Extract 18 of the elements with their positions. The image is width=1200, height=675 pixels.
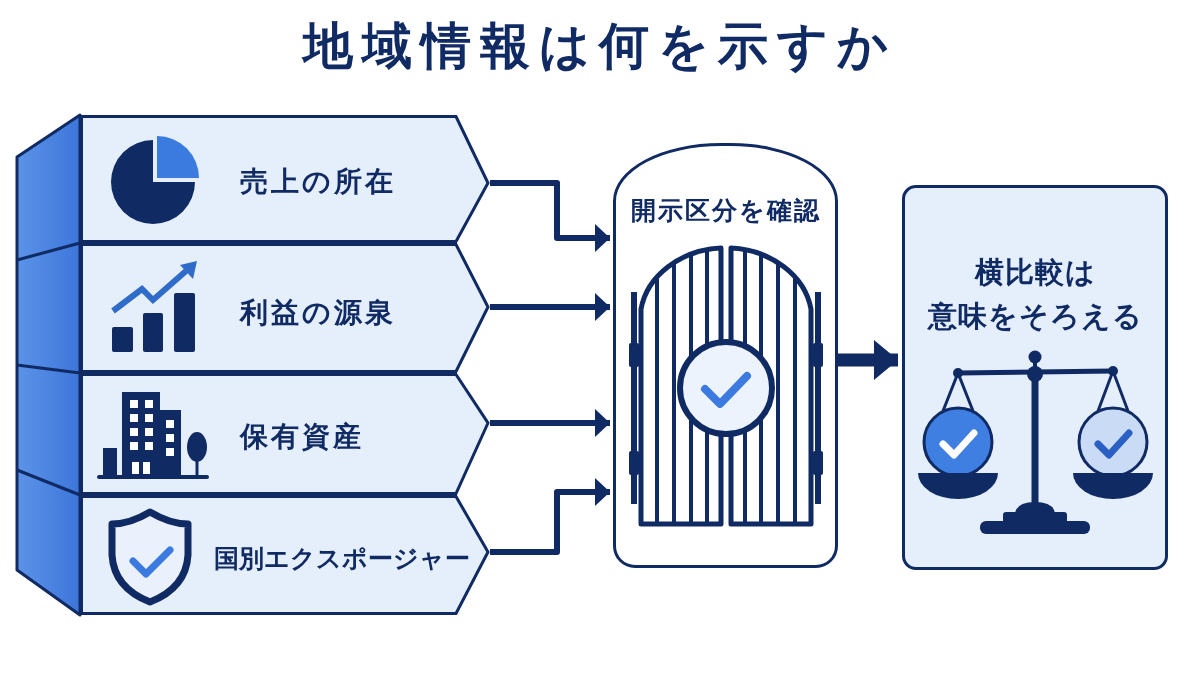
title: 地域情報は何を示すか [303, 16, 897, 76]
arrow [490, 293, 610, 321]
arrow [490, 180, 610, 252]
band-label: 利益の源泉 [240, 296, 396, 330]
panel-heading: 横比較は意味をそろえる [927, 254, 1143, 335]
arrow [490, 409, 610, 437]
result-panel [902, 185, 1168, 570]
arrow-band [80, 373, 490, 495]
panel-heading: 開示区分を確認 [630, 196, 821, 226]
arrow-band [80, 243, 490, 373]
arrow-band [80, 115, 490, 243]
arrow [490, 478, 610, 555]
band-label: 売上の所在 [240, 165, 396, 199]
arrow [838, 340, 898, 380]
band-label: 国別エクスポージャー [214, 544, 470, 574]
band-label: 保有資産 [240, 420, 364, 454]
arrow-band [80, 495, 490, 615]
gate-panel [613, 143, 838, 568]
